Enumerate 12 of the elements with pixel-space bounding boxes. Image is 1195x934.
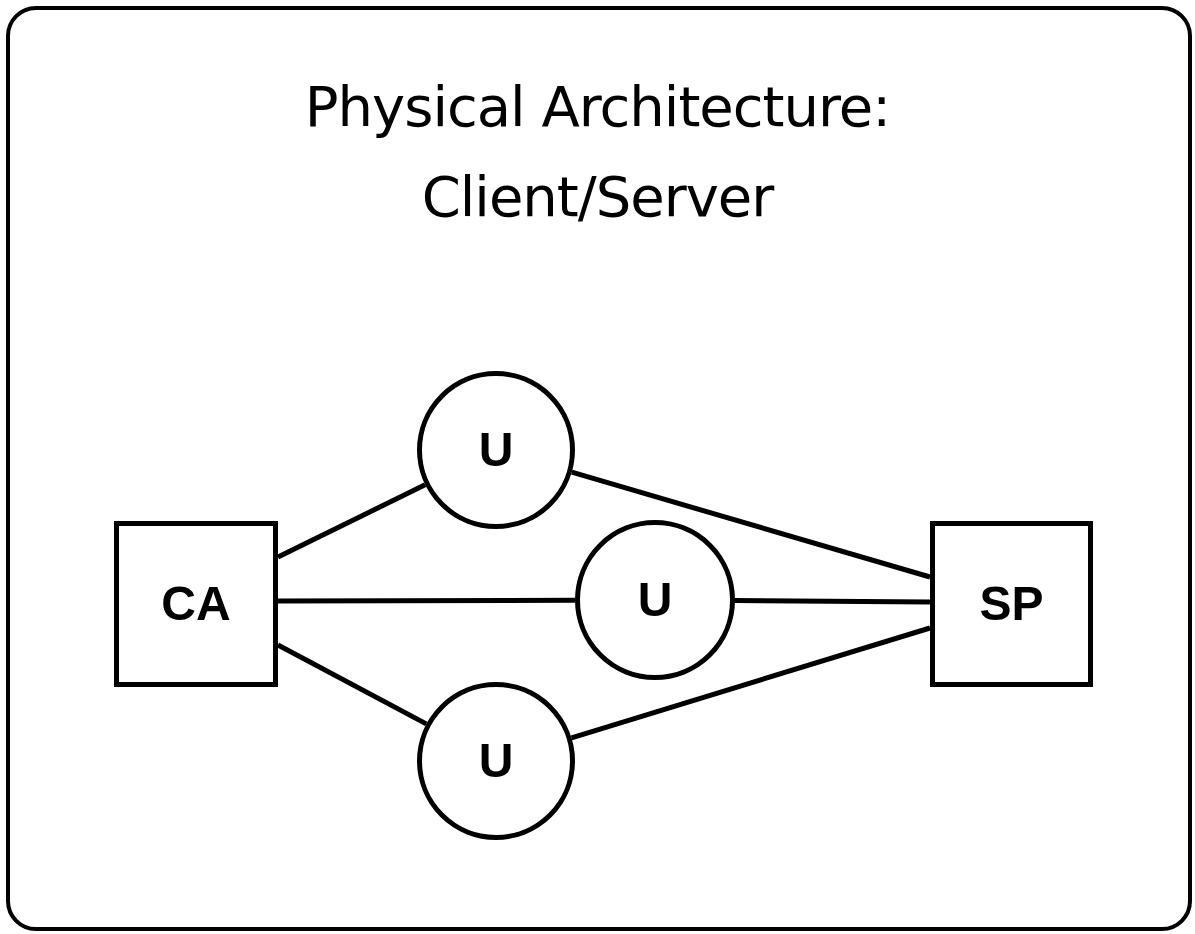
connector-line xyxy=(276,642,428,727)
title: Physical Architecture: Client/Server xyxy=(303,73,892,231)
square-node xyxy=(114,521,278,687)
node-label: U xyxy=(478,737,514,785)
connector-line xyxy=(276,482,427,560)
node-label: U xyxy=(478,426,514,474)
connector-line xyxy=(735,598,930,605)
node-label: SP xyxy=(979,580,1044,628)
node-label: CA xyxy=(161,580,231,628)
connector-line xyxy=(278,597,575,604)
node-label: U xyxy=(637,576,673,624)
square-node xyxy=(930,521,1093,687)
